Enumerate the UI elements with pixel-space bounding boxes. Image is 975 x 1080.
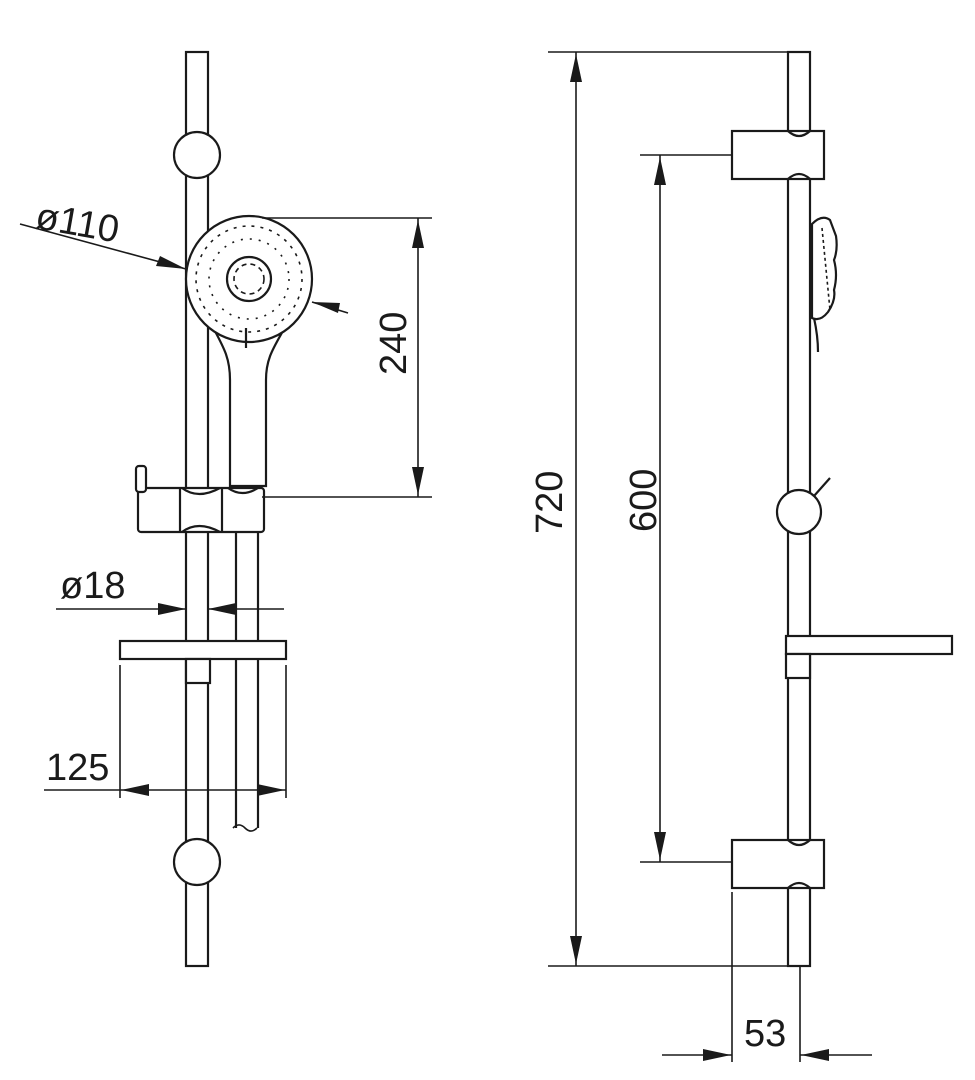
- side-view: [730, 50, 954, 968]
- side-soap-dish: [784, 634, 954, 656]
- dim-wall-depth: 53: [662, 892, 872, 1062]
- label-handshower-height: 240: [373, 312, 415, 375]
- front-slider: [136, 486, 266, 534]
- dim-rail-diameter: ø18: [56, 565, 284, 615]
- side-slider: [775, 488, 823, 536]
- label-total-height: 720: [529, 471, 571, 534]
- hose-break: [232, 824, 258, 832]
- label-handshower-diameter: ø110: [32, 196, 122, 252]
- handshower-nozzle-ring: [195, 225, 303, 333]
- handshower-handle: [206, 316, 292, 488]
- front-top-bracket: [172, 130, 222, 180]
- dim-handshower-height: 240: [262, 217, 432, 498]
- label-soap-dish-width: 125: [46, 747, 109, 789]
- dim-soap-dish-width: 125: [44, 665, 287, 798]
- front-soap-dish: [118, 639, 288, 661]
- side-top-bracket: [730, 129, 826, 181]
- handshower-head: [184, 214, 314, 344]
- side-bottom-bracket: [730, 838, 826, 890]
- dim-total-height: 720: [529, 51, 790, 967]
- dim-bracket-spacing: 600: [623, 154, 732, 863]
- slider-knob: [134, 464, 148, 494]
- front-soap-dish-collar: [184, 657, 212, 685]
- side-handshower-lever: [812, 317, 820, 353]
- handshower-nozzle-ring-inner: [208, 238, 290, 320]
- side-handshower-head: [810, 216, 838, 321]
- label-bracket-spacing: 600: [623, 469, 665, 532]
- front-view: [118, 50, 314, 968]
- label-wall-depth: 53: [744, 1013, 786, 1055]
- label-rail-diameter: ø18: [60, 565, 125, 607]
- side-slider-knob: [813, 477, 831, 497]
- front-bottom-bracket: [172, 837, 222, 887]
- handshower-center: [225, 255, 273, 303]
